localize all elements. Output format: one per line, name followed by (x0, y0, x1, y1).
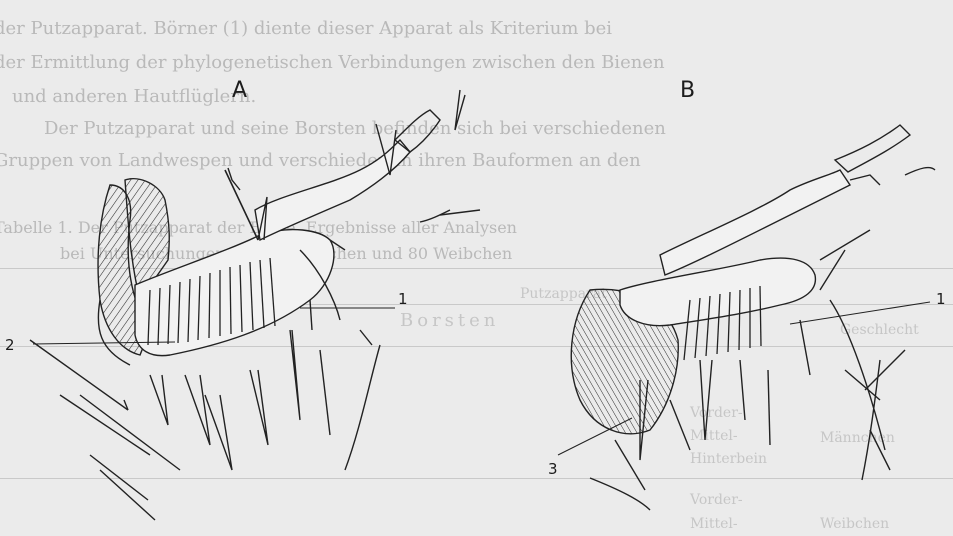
panel-a-drawing (30, 90, 480, 520)
callout-a-1: 1 (398, 290, 408, 308)
panel-b-label: B (680, 78, 695, 103)
panel-b-drawing (558, 125, 935, 510)
panel-a-label: A (232, 78, 247, 103)
callout-b-3: 3 (548, 460, 558, 478)
callout-b-1: 1 (936, 290, 946, 308)
callout-a-2: 2 (5, 336, 15, 354)
